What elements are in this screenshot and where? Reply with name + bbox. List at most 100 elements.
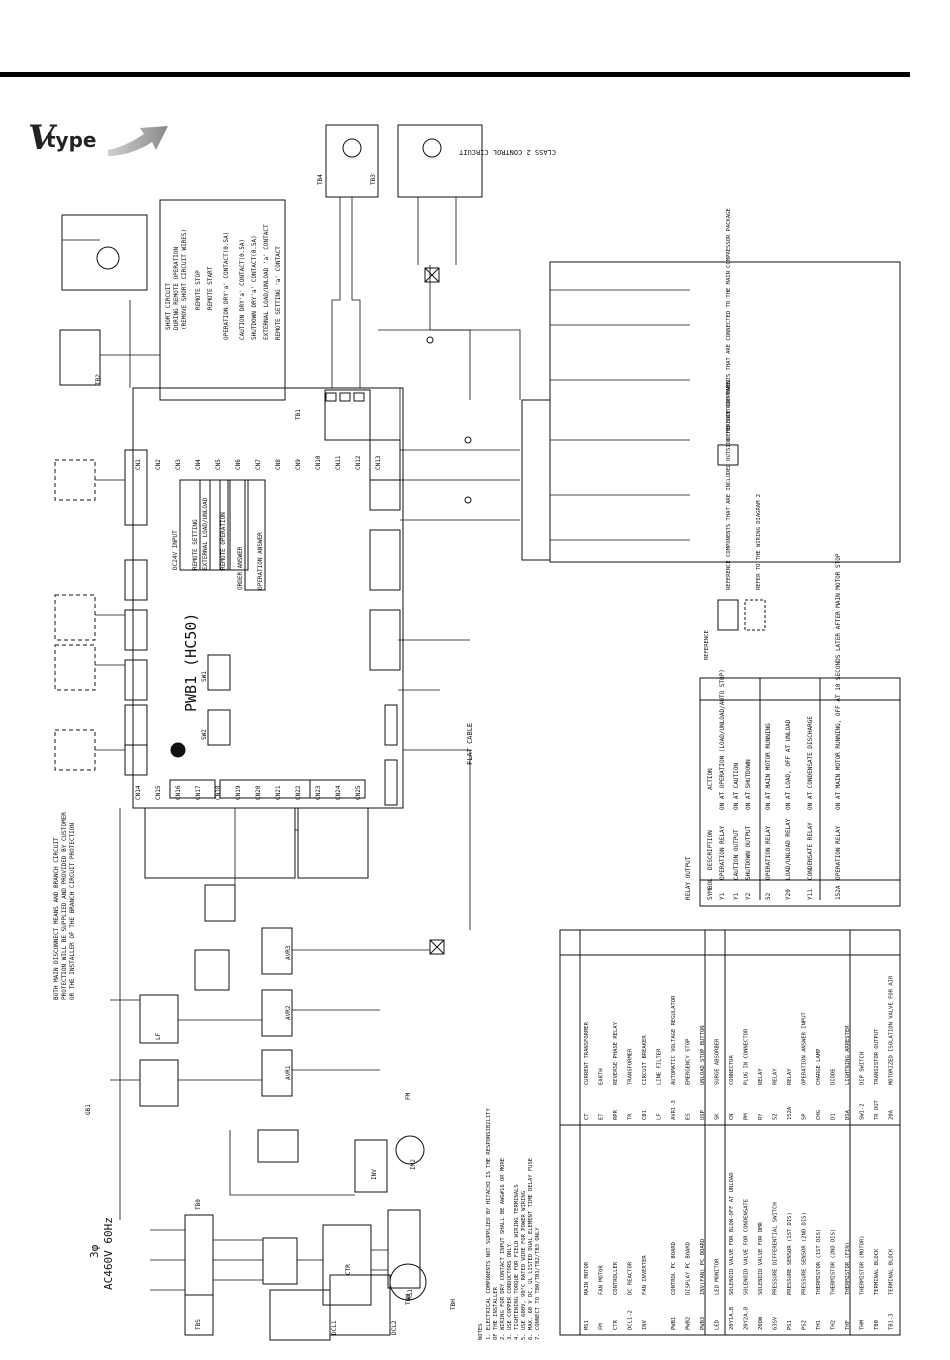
svg-text:OPERATION RELAY: OPERATION RELAY (765, 825, 772, 880)
svg-text:CAUTION OUTPUT: CAUTION OUTPUT (733, 829, 740, 880)
svg-text:PROTECTION WILL BE SUPPLIED AN: PROTECTION WILL BE SUPPLIED AND PROVIDED… (61, 812, 68, 1000)
terminal-label: TBS (195, 1319, 202, 1330)
parts-symbol: TR (628, 1113, 634, 1120)
connector-label: CN4 (195, 459, 202, 470)
parts-name: EMERGENCY STOP (686, 1038, 692, 1085)
svg-text:REMOTE SETTING 'a' CONTACT: REMOTE SETTING 'a' CONTACT (275, 246, 282, 340)
input-label: EXTERNAL LOAD/UNLOAD (202, 497, 209, 570)
parts-name: CIRCUIT BREAKER (642, 1035, 648, 1085)
parts-name: MOTORIZED ISOLATION VALVE FOR AIR (889, 975, 895, 1085)
input-label: ORDER ANSWER (237, 546, 244, 590)
supply-spec: AC460V 60Hz (102, 1217, 115, 1290)
parts-symbol: PWB1 (671, 1317, 677, 1330)
svg-text:SHUTDOWN DRY'a' CONTACT(0.5A): SHUTDOWN DRY'a' CONTACT(0.5A) (251, 235, 258, 340)
parts-name: REVERSE PHASE RELAY (613, 1021, 619, 1085)
parts-symbol: 20Y1A,B (729, 1306, 735, 1330)
connector-label: CN7 (255, 459, 262, 470)
parts-name: THERMISTOR (1ST DIS) (816, 1229, 822, 1295)
parts-symbol: PM (744, 1113, 750, 1120)
terminal-label: TB1 (295, 409, 302, 420)
parts-name: TERMINAL BLOCK (889, 1248, 895, 1295)
parts-name: DIP SWITCH (860, 1052, 866, 1085)
svg-text:DURING REMOTE OPERATION: DURING REMOTE OPERATION (173, 247, 180, 330)
svg-text:ON AT CAUTION: ON AT CAUTION (733, 763, 740, 810)
parts-symbol: THF (845, 1320, 851, 1330)
parts-name: INV(FAN) PC BOARD (700, 1239, 706, 1295)
main-disconnect-note: BOTH MAIN DISCONNECT MEANS AND BRANCH CI… (53, 812, 76, 1000)
parts-name: LED MONITOR (715, 1258, 721, 1295)
component-label: DCL1 (331, 1320, 338, 1335)
parts-symbol: USP (700, 1109, 706, 1120)
arrow-icon (108, 126, 168, 156)
svg-text:ON AT SHUTDOWN: ON AT SHUTDOWN (745, 759, 752, 810)
relay-output-table (699, 677, 901, 907)
parts-symbol: SW1-2 (860, 1103, 866, 1120)
parts-name: FAN INVERTER (642, 1255, 648, 1295)
svg-text:OPERATION DRY'a' CONTACT(0.5A: OPERATION DRY'a' CONTACT(0.5A) (223, 232, 230, 340)
parts-name: DIODE (831, 1068, 837, 1085)
terminal-label: TB2 (95, 374, 102, 385)
relay-output-text: RELAY OUTPUT SYMBOL DESCRIPTION ACTION Y… (685, 553, 842, 900)
parts-symbol: 52 (773, 1113, 779, 1120)
connector-label: CN17 (195, 785, 202, 800)
svg-text:OPERATION RELAY: OPERATION RELAY (719, 825, 726, 880)
svg-text:6. MAX. 60 V DC, UL LISTED DUA: 6. MAX. 60 V DC, UL LISTED DUAL ELEMENT … (528, 1158, 534, 1340)
parts-symbol: INV (642, 1319, 648, 1330)
parts-symbol: DCL1-2 (628, 1310, 634, 1330)
connector-label: CN3 (175, 459, 182, 470)
svg-text:REFERENCE COMPONENTS THAT ARE: REFERENCE COMPONENTS THAT ARE INCLUDED O… (726, 377, 732, 590)
parts-symbol: 20Y2A,B (744, 1306, 750, 1330)
parts-name: RELAY (773, 1068, 779, 1085)
connector-label: CN20 (255, 785, 262, 800)
svg-text:REFERENCE: REFERENCE (704, 630, 710, 660)
parts-symbol: THM (860, 1319, 866, 1330)
svg-text:REFER TO THE WIRING DIAGRAM 2: REFER TO THE WIRING DIAGRAM 2 (756, 494, 762, 590)
connector-label: CN15 (155, 785, 162, 800)
parts-symbol: SK (715, 1113, 721, 1120)
svg-text:OF THE INSTALLER: OF THE INSTALLER (493, 1286, 499, 1340)
parts-symbol: DSA (845, 1109, 851, 1120)
svg-text:ON AT LOAD, OFF AT UNLOAD: ON AT LOAD, OFF AT UNLOAD (785, 719, 792, 810)
connector-label: CN25 (355, 785, 362, 800)
parts-symbol: ET (599, 1113, 605, 1120)
connector-label: CN16 (175, 785, 182, 800)
logo-word: type (46, 128, 97, 152)
parts-symbol: 63SV (773, 1316, 779, 1330)
board-name: PWB1 (HC50) (182, 613, 200, 712)
svg-text:SHORT CIRCUIT: SHORT CIRCUIT (165, 283, 172, 330)
svg-text:3. USE COPPER CONDUCTORS ONLY: 3. USE COPPER CONDUCTORS ONLY (507, 1243, 513, 1340)
parts-symbol: PWB2 (686, 1317, 692, 1330)
svg-text:LOAD/UNLOAD RELAY: LOAD/UNLOAD RELAY (785, 818, 792, 880)
parts-name: DISPLAY PC BOARD (686, 1242, 692, 1295)
parts-symbol: TB1-3 (889, 1313, 895, 1330)
parts-name: EARTH (599, 1068, 605, 1085)
parts-symbol: TH1 (816, 1320, 822, 1330)
parts-name: RELAY (758, 1068, 764, 1085)
parts-name: TRANSISTOR OUTPUT (874, 1028, 880, 1085)
connector-label: CN21 (275, 785, 282, 800)
terminal-label: TBM (405, 1294, 412, 1305)
connector-label: CN14 (135, 785, 142, 800)
component-label: AVR3 (285, 945, 292, 960)
parts-symbol: TB0 (874, 1320, 880, 1330)
component-label: SW2 (201, 729, 208, 740)
parts-symbol: CTR (613, 1319, 619, 1330)
parts-symbol: D1 (831, 1113, 837, 1120)
parts-symbol: LF (657, 1113, 663, 1120)
parts-name: FAN MOTOR (599, 1265, 605, 1295)
component-label: IM2 (410, 1159, 417, 1170)
terminal-label: TB3 (370, 174, 377, 185)
svg-text:2. WIRING FOR DRY CONTACT INPU: 2. WIRING FOR DRY CONTACT INPUT SHALL BE… (500, 1158, 506, 1340)
input-label: REMOTE SETTING (192, 519, 199, 570)
component-label: GB1 (85, 1104, 92, 1115)
parts-symbol: AVR1-3 (671, 1100, 677, 1120)
connector-label: CN5 (215, 459, 222, 470)
svg-text:BOTH MAIN DISCONNECT MEANS AND: BOTH MAIN DISCONNECT MEANS AND BRANCH CI… (53, 837, 60, 1000)
parts-name: THERMISTOR (FIN) (845, 1242, 851, 1295)
parts-name: OPERATION ANSWER INPUT (802, 1011, 808, 1085)
usp-switch-box (61, 214, 148, 291)
